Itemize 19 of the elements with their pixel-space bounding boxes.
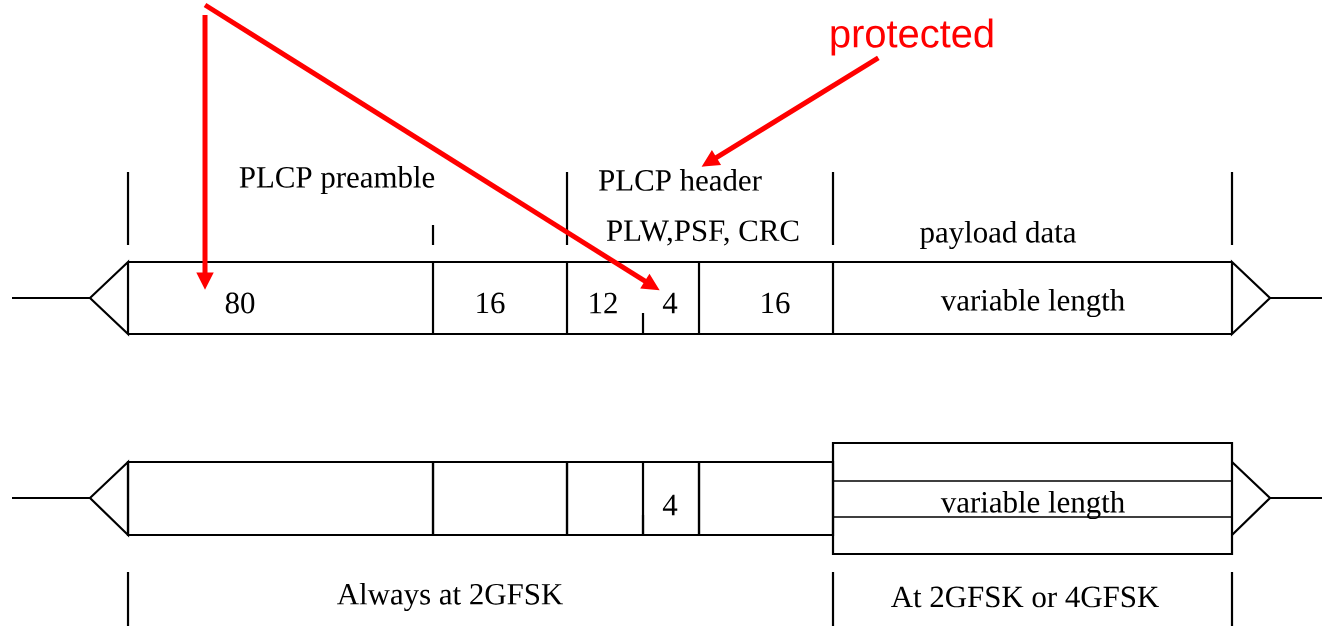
field-box [431, 460, 569, 537]
field-label: PLW,PSF, CRC [606, 220, 799, 246]
field-label: variable length [940, 288, 1125, 318]
field-label: At 2GFSK or 4GFSK [891, 586, 1159, 608]
field-box [697, 460, 835, 537]
field-box [565, 460, 645, 537]
field-label: 80 [225, 292, 255, 314]
field-label: variable length [940, 490, 1125, 520]
field-box [126, 460, 435, 537]
field-label: 4 [662, 292, 678, 314]
field-label: PLCP preamble [239, 166, 435, 194]
field-label: 16 [477, 292, 505, 314]
field-label: PLCP header [599, 169, 762, 191]
field-label: 4 [662, 494, 678, 516]
field-label: Always at 2GFSK [337, 582, 563, 612]
field-label: 12 [590, 292, 617, 314]
field-label: payload data [920, 220, 1077, 250]
callout-text: protected [831, 18, 993, 56]
field-label: 16 [762, 292, 790, 314]
